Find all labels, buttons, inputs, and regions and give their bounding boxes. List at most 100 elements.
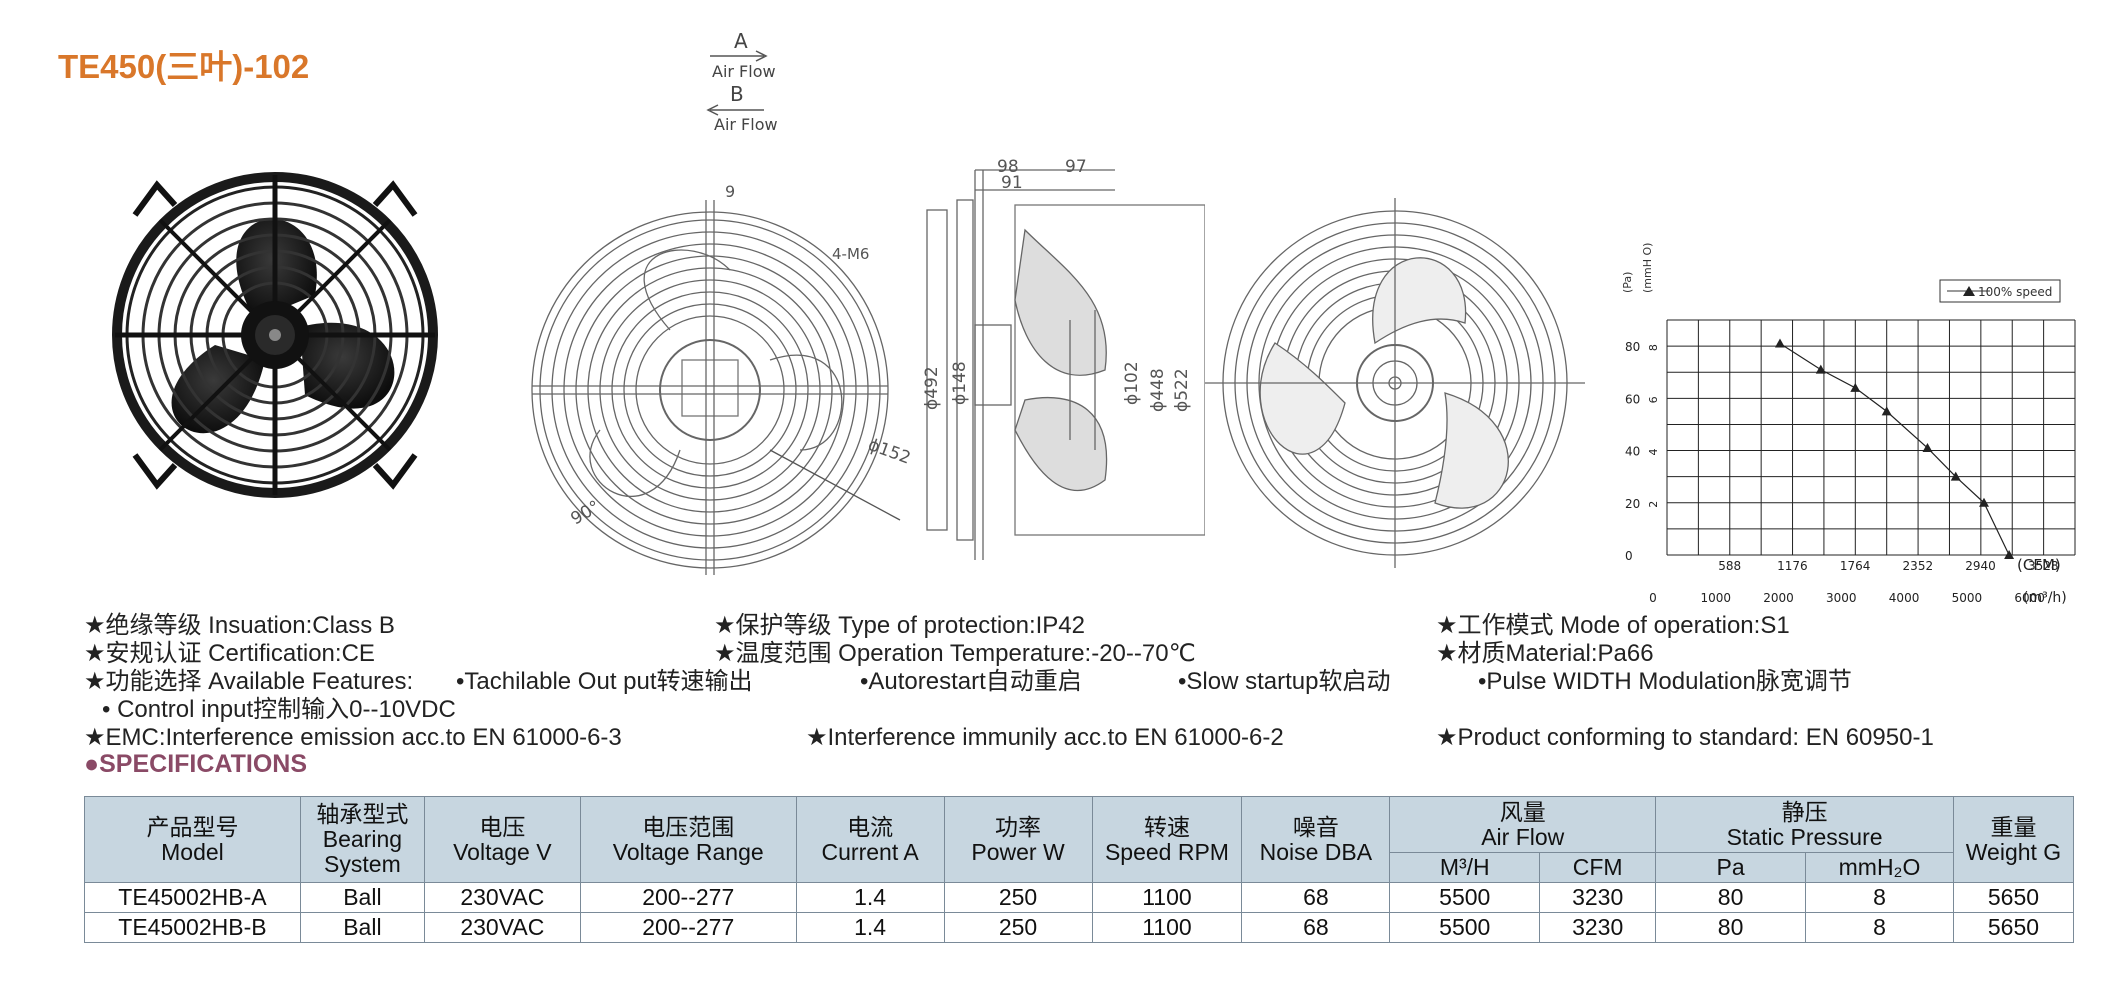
spec-emc: ★EMC:Interference emission acc.to EN 610… xyxy=(84,724,622,751)
series-line xyxy=(1779,342,2010,556)
chart-ticks: 80 60 40 20 0 8 6 4 2 588 1176 1764 2352 2940 3528 0 100… xyxy=(1625,340,2059,605)
tick-label-cfm: 3528 xyxy=(2028,559,2059,573)
tick-label-pa: 80 xyxy=(1625,340,1640,354)
tick-label-mmh2o: 4 xyxy=(1647,449,1660,456)
spec-standard: ★Product conforming to standard: EN 6095… xyxy=(1436,724,1934,751)
triangle-marker-icon xyxy=(1963,286,1975,296)
feature-control-input: • Control input控制输入0--10VDC xyxy=(102,696,456,723)
cell-speed: 1100 xyxy=(1091,912,1243,943)
tick-label-m3h: 0 xyxy=(1649,591,1657,605)
cell-weight: 5650 xyxy=(1952,912,2075,943)
cell-current: 1.4 xyxy=(795,912,945,943)
fan-photo xyxy=(112,172,438,498)
airflow-a-text: Air Flow xyxy=(712,62,776,81)
x-unit-cfm: (CFM) xyxy=(2017,556,2061,574)
data-point xyxy=(1950,471,1961,481)
dim-4m6: 4-M6 xyxy=(832,245,869,263)
spec-temperature: ★温度范围 Operation Temperature:-20--70℃ xyxy=(714,640,1196,667)
legend-box xyxy=(1939,279,2061,303)
airflow-b-text: Air Flow xyxy=(714,115,778,134)
data-point xyxy=(1774,338,1785,348)
cell-voltage-range: 200--277 xyxy=(579,882,797,913)
data-point xyxy=(1978,497,1989,507)
dim-phi148: ϕ148 xyxy=(950,361,970,405)
tick-label-mmh2o: 6 xyxy=(1647,396,1660,403)
dim-phi492: ϕ492 xyxy=(922,366,942,410)
tick-label-cfm: 2940 xyxy=(1965,559,1996,573)
cell-voltage: 230VAC xyxy=(423,912,581,943)
cell-airflow-m3h: 5500 xyxy=(1389,912,1541,943)
arrow-left-icon xyxy=(706,104,719,116)
cell-power: 250 xyxy=(943,882,1093,913)
cell-speed: 1100 xyxy=(1091,882,1243,913)
y-label-pa: (Pa) xyxy=(1621,272,1634,293)
airflow-a-label: A xyxy=(734,30,748,53)
tick-label-m3h: 1000 xyxy=(1700,591,1731,605)
spec-certification: ★安规认证 Certification:CE xyxy=(84,640,375,667)
specifications-heading: ●SPECIFICATIONS xyxy=(84,750,307,779)
spec-material: ★材质Material:Pa66 xyxy=(1436,640,1654,667)
tick-label-pa: 60 xyxy=(1625,392,1640,406)
cell-airflow-cfm: 3230 xyxy=(1539,882,1657,913)
chart-grid xyxy=(1666,319,2076,556)
cell-pressure-pa: 80 xyxy=(1655,882,1807,913)
tick-label-pa: 40 xyxy=(1625,445,1640,459)
tick-label-m3h: 4000 xyxy=(1889,591,1920,605)
tick-label-m3h: 5000 xyxy=(1952,591,1983,605)
cell-bearing: Ball xyxy=(299,882,425,913)
cell-noise: 68 xyxy=(1241,912,1391,943)
tick-label-cfm: 1176 xyxy=(1777,559,1808,573)
tick-label-pa: 0 xyxy=(1625,549,1633,563)
cell-voltage-range: 200--277 xyxy=(579,912,797,943)
feature-autorestart: •Autorestart自动重启 xyxy=(860,668,1082,695)
tick-label-cfm: 588 xyxy=(1718,559,1741,573)
data-point xyxy=(2004,550,2015,559)
cell-power: 250 xyxy=(943,912,1093,943)
legend-label: 100% speed xyxy=(1978,285,2052,299)
table-row: TE45002HB-B Ball 230VAC 200--277 1.4 250… xyxy=(84,912,2075,943)
chart-series xyxy=(1774,338,2015,559)
feature-slowstart: •Slow startup软启动 xyxy=(1178,668,1391,695)
col-airflow-cfm: CFM xyxy=(1539,852,1657,883)
bullet-dot-icon: ● xyxy=(84,750,100,778)
spec-protection: ★保护等级 Type of protection:IP42 xyxy=(714,612,1086,639)
cell-bearing: Ball xyxy=(299,912,425,943)
tick-label-mmh2o: 8 xyxy=(1647,344,1660,351)
x-unit-m3h: (m³/h) xyxy=(2023,590,2067,606)
dim-9: 9 xyxy=(725,185,735,201)
dim-phi102: ϕ102 xyxy=(1122,361,1142,405)
dim-97: 97 xyxy=(1065,157,1087,177)
spec-insulation: ★绝缘等级 Insuation:Class B xyxy=(84,612,395,639)
cell-weight: 5650 xyxy=(1952,882,2075,913)
cell-current: 1.4 xyxy=(795,882,945,913)
spec-immunity: ★Interference immunily acc.to EN 61000-6… xyxy=(806,724,1284,751)
spec-features: ★功能选择 Available Features: xyxy=(84,668,414,695)
cell-model: TE45002HB-A xyxy=(84,882,301,913)
tick-label-m3h: 3000 xyxy=(1826,591,1857,605)
col-pressure-mmh2o: mmH₂O xyxy=(1805,852,1954,883)
tick-label-mmh2o: 2 xyxy=(1647,501,1660,508)
tick-label-m3h: 2000 xyxy=(1763,591,1794,605)
dim-phi522: ϕ522 xyxy=(1172,368,1192,412)
cell-airflow-m3h: 5500 xyxy=(1389,882,1541,913)
rear-view-drawing xyxy=(1205,198,1585,568)
airflow-legend: A Air Flow B Air Flow xyxy=(706,30,778,134)
tick-label-cfm: 1764 xyxy=(1840,559,1871,573)
page-title: TE450(三叶)-102 xyxy=(58,48,310,85)
dim-98: 98 xyxy=(997,157,1019,177)
tick-label-cfm: 2352 xyxy=(1903,559,1934,573)
data-point xyxy=(1922,442,1933,452)
cell-noise: 68 xyxy=(1241,882,1391,913)
tick-label-pa: 20 xyxy=(1625,497,1640,511)
